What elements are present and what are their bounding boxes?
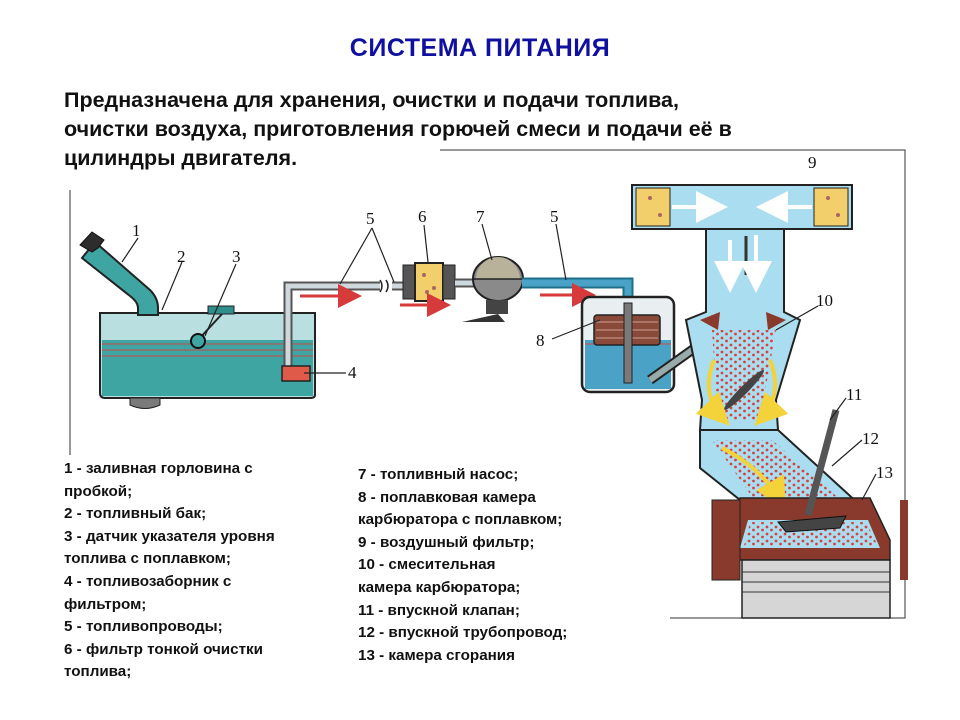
- part-number: 5: [366, 209, 375, 228]
- legend-right: 7 - топливный насос; 8 - поплавковая кам…: [358, 464, 567, 667]
- part-numbers: 1 2 3 4 5 6 7 5 8 9 10 11 12 13: [132, 153, 893, 482]
- part-number: 5: [550, 207, 559, 226]
- mixing-chamber: [684, 228, 802, 431]
- part-number: 1: [132, 221, 141, 240]
- legend-line: 10 - смесительная: [358, 556, 496, 574]
- intro-text: Предназначена для хранения, очистки и по…: [64, 86, 934, 173]
- level-sensor: [190, 313, 223, 349]
- part-number: 2: [177, 247, 186, 266]
- part-number: 6: [418, 207, 427, 226]
- legend-line: 13 - камера сгорания: [358, 646, 516, 664]
- legend-line: карбюратора с поплавком;: [358, 511, 563, 529]
- intake-valve: [777, 409, 847, 533]
- legend-line: камера карбюратора;: [358, 578, 521, 596]
- legend-line: топлива;: [64, 663, 132, 681]
- part-number: 10: [816, 291, 833, 310]
- page-title: СИСТЕМА ПИТАНИЯ: [349, 34, 611, 62]
- part-number: 11: [846, 385, 862, 404]
- legend-line: 3 - датчик указателя уровня: [64, 527, 275, 545]
- fine-filter: [402, 262, 456, 302]
- fuel-pump: [462, 256, 524, 322]
- legend-line: 9 - воздушный фильтр;: [358, 533, 535, 551]
- float-chamber: [580, 295, 709, 394]
- legend-line: фильтром;: [64, 595, 147, 613]
- intro-line: цилиндры двигателя.: [64, 146, 298, 170]
- legend-line: 5 - топливопроводы;: [64, 618, 223, 636]
- intro-line: Предназначена для хранения, очистки и по…: [64, 88, 679, 112]
- air-filter: [631, 184, 853, 230]
- intro-line: очистки воздуха, приготовления горючей с…: [64, 117, 732, 141]
- leader-lines: [121, 223, 877, 501]
- fuel-tank: [99, 305, 316, 409]
- legend-line: 12 - впускной трубопровод;: [358, 624, 568, 642]
- legend-line: пробкой;: [64, 482, 133, 500]
- legend-line: 7 - топливный насос;: [358, 466, 519, 483]
- legend-left: 1 - заливная горловина с пробкой; 2 - то…: [64, 458, 275, 684]
- part-number: 13: [876, 463, 893, 482]
- legend-line: 8 - поплавковая камера: [358, 488, 536, 506]
- part-number: 9: [808, 153, 817, 172]
- part-number: 8: [536, 331, 545, 350]
- part-number: 7: [476, 207, 485, 226]
- legend-line: 2 - топливный бак;: [64, 505, 207, 523]
- legend-line: 11 - впускной клапан;: [358, 601, 520, 619]
- combustion-chamber: [711, 497, 908, 619]
- part-number: 3: [232, 247, 241, 266]
- legend-line: 4 - топливозаборник с: [64, 572, 232, 590]
- part-number: 4: [348, 363, 357, 382]
- legend-line: 6 - фильтр тонкой очистки: [64, 640, 263, 658]
- filler-neck: [79, 231, 159, 316]
- legend-line: топлива с поплавком;: [64, 550, 231, 568]
- part-number: 12: [862, 429, 879, 448]
- legend-line: 1 - заливная горловина с: [64, 460, 253, 477]
